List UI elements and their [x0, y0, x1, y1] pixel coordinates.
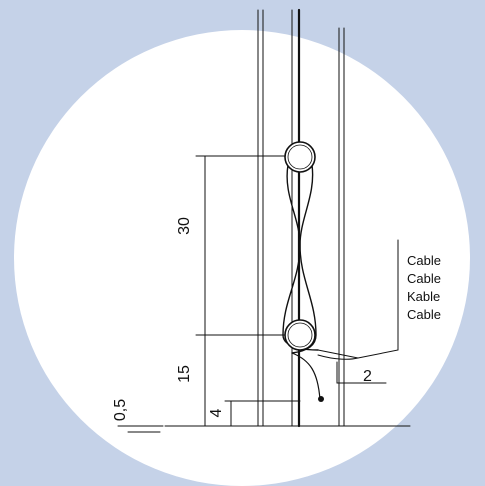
dimension-label-15: 15: [176, 365, 193, 383]
dimension-0-5: [117, 425, 161, 433]
cable-label-block: Cable Cable Kable Cable: [407, 253, 441, 322]
dimension-label-30: 30: [176, 217, 193, 235]
cable-label: Cable: [407, 253, 441, 268]
dimension-label-4: 4: [208, 408, 225, 417]
dimension-4: [224, 400, 301, 427]
cable-label: Cable: [407, 271, 441, 286]
dimension-2: [336, 361, 387, 384]
lower-pulley: [284, 319, 316, 351]
cable-label: Cable: [407, 307, 441, 322]
cable-leader-line: [357, 239, 399, 359]
cable-end-dot: [318, 396, 324, 402]
dimension-label-0-5: 0,5: [112, 399, 129, 421]
upper-pulley: [284, 141, 316, 173]
viewport-circle: [14, 30, 470, 486]
dimension-label-2: 2: [363, 368, 372, 385]
dimension-30: [195, 155, 289, 427]
cable-label: Kable: [407, 289, 440, 304]
